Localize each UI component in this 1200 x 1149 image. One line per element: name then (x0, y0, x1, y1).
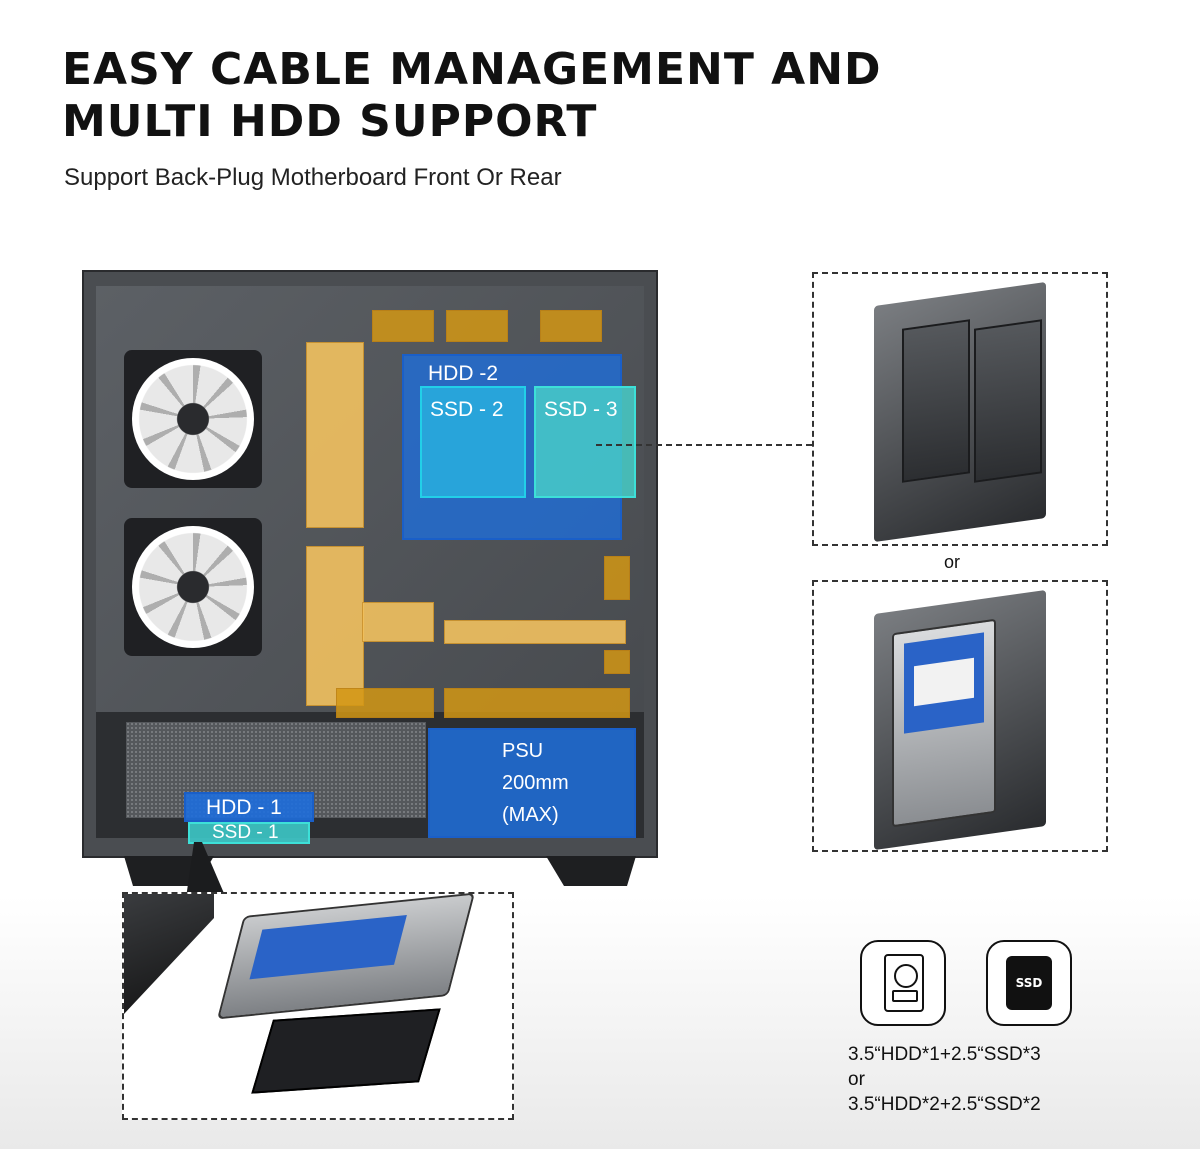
zone-hdd-1: HDD - 1 (184, 792, 314, 822)
ssd-icon-text: SSD (1015, 976, 1043, 990)
page-title: EASY CABLE MANAGEMENT AND MULTI HDD SUPP… (62, 44, 882, 148)
callout-bottom-cage (122, 892, 514, 1120)
support-line-1: 3.5“HDD*1+2.5“SSD*3 (848, 1044, 1041, 1065)
title-line-2: MULTI HDD SUPPORT (62, 96, 598, 147)
psu-shroud-mesh (126, 722, 426, 818)
callout-ssd-bracket (812, 272, 1108, 546)
zone-psu: PSU 200mm (MAX) (428, 728, 636, 838)
page-subtitle: Support Back-Plug Motherboard Front Or R… (64, 164, 562, 191)
zone-ssd-2-label: SSD - 2 (430, 398, 504, 421)
hdd-drive (892, 618, 996, 828)
support-line-3: 3.5“HDD*2+2.5“SSD*2 (848, 1094, 1041, 1115)
callout-hdd-bracket (812, 580, 1108, 852)
chassis-foot-right (546, 856, 636, 886)
zone-hdd-1-label: HDD - 1 (206, 796, 282, 819)
chassis-illustration: HDD -2 SSD - 2 SSD - 3 PSU 200mm (MAX) H… (82, 270, 658, 886)
cable-route (306, 546, 364, 706)
cable-route (444, 620, 626, 644)
cable-route (604, 556, 630, 600)
cable-route (540, 310, 602, 342)
fan-icon (124, 350, 262, 488)
cable-route (306, 342, 364, 528)
zone-ssd-3: SSD - 3 (534, 386, 636, 498)
zone-ssd-1: SSD - 1 (188, 822, 310, 844)
or-separator: or (944, 552, 961, 572)
zone-ssd-1-label: SSD - 1 (212, 822, 279, 843)
cable-route (444, 688, 630, 718)
callout-connector-line (596, 444, 812, 446)
hdd-drive (216, 892, 476, 1020)
cable-route (446, 310, 508, 342)
zone-ssd-2: SSD - 2 (420, 386, 526, 498)
zone-ssd-3-label: SSD - 3 (544, 398, 618, 421)
hdd-icon (860, 940, 946, 1026)
zone-psu-label-3: (MAX) (502, 804, 559, 826)
drive-support-spec: 3.5“HDD*1+2.5“SSD*3 or 3.5“HDD*2+2.5“SSD… (848, 1042, 1041, 1117)
chassis-frame-detail (124, 894, 214, 1014)
cable-route (604, 650, 630, 674)
zone-hdd-2-label: HDD -2 (428, 362, 499, 385)
ssd-drive (974, 319, 1042, 483)
cable-route (372, 310, 434, 342)
ssd-icon: SSD (986, 940, 1072, 1026)
support-line-2: or (848, 1069, 865, 1090)
cable-route (362, 602, 434, 642)
title-line-1: EASY CABLE MANAGEMENT AND (62, 44, 882, 95)
ssd-drive (902, 319, 970, 483)
cable-route (336, 688, 434, 718)
fan-icon (124, 518, 262, 656)
zone-psu-label-1: PSU (502, 740, 544, 762)
ssd-drive (251, 1008, 441, 1094)
zone-psu-label-2: 200mm (502, 772, 569, 794)
